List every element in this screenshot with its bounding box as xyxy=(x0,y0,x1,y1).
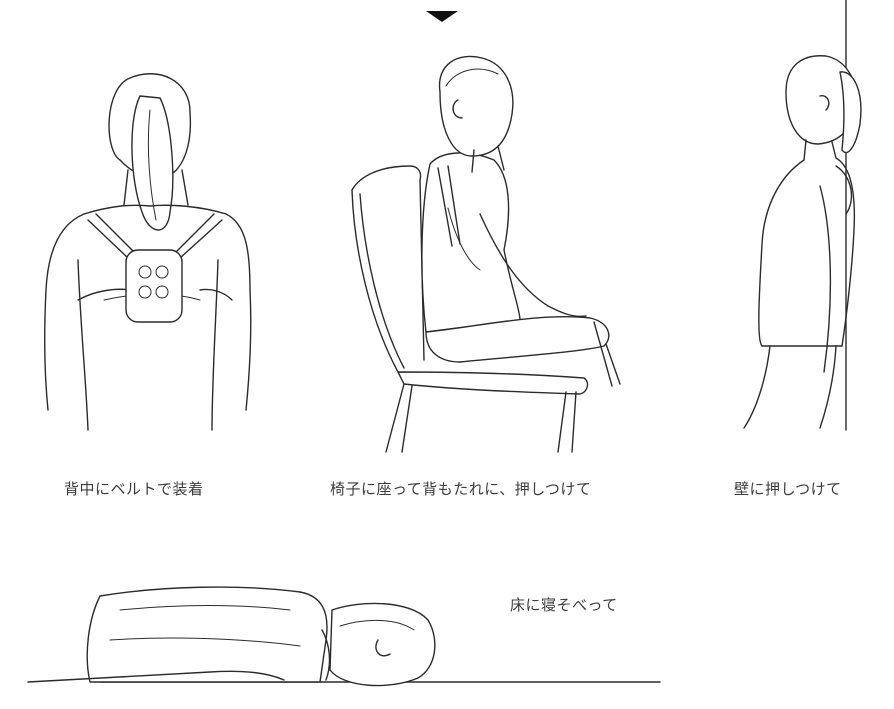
caption-floor: 床に寝そべって xyxy=(510,595,618,615)
caption-back-belt: 背中にベルトで装着 xyxy=(64,479,204,499)
figure-chair xyxy=(352,56,620,452)
caption-wall: 壁に押しつけて xyxy=(734,479,842,499)
figure-back-view xyxy=(45,74,251,430)
down-triangle-icon xyxy=(426,11,458,22)
caption-chair: 椅子に座って背もたれに、押しつけて xyxy=(330,479,591,499)
figure-wall xyxy=(744,0,861,430)
